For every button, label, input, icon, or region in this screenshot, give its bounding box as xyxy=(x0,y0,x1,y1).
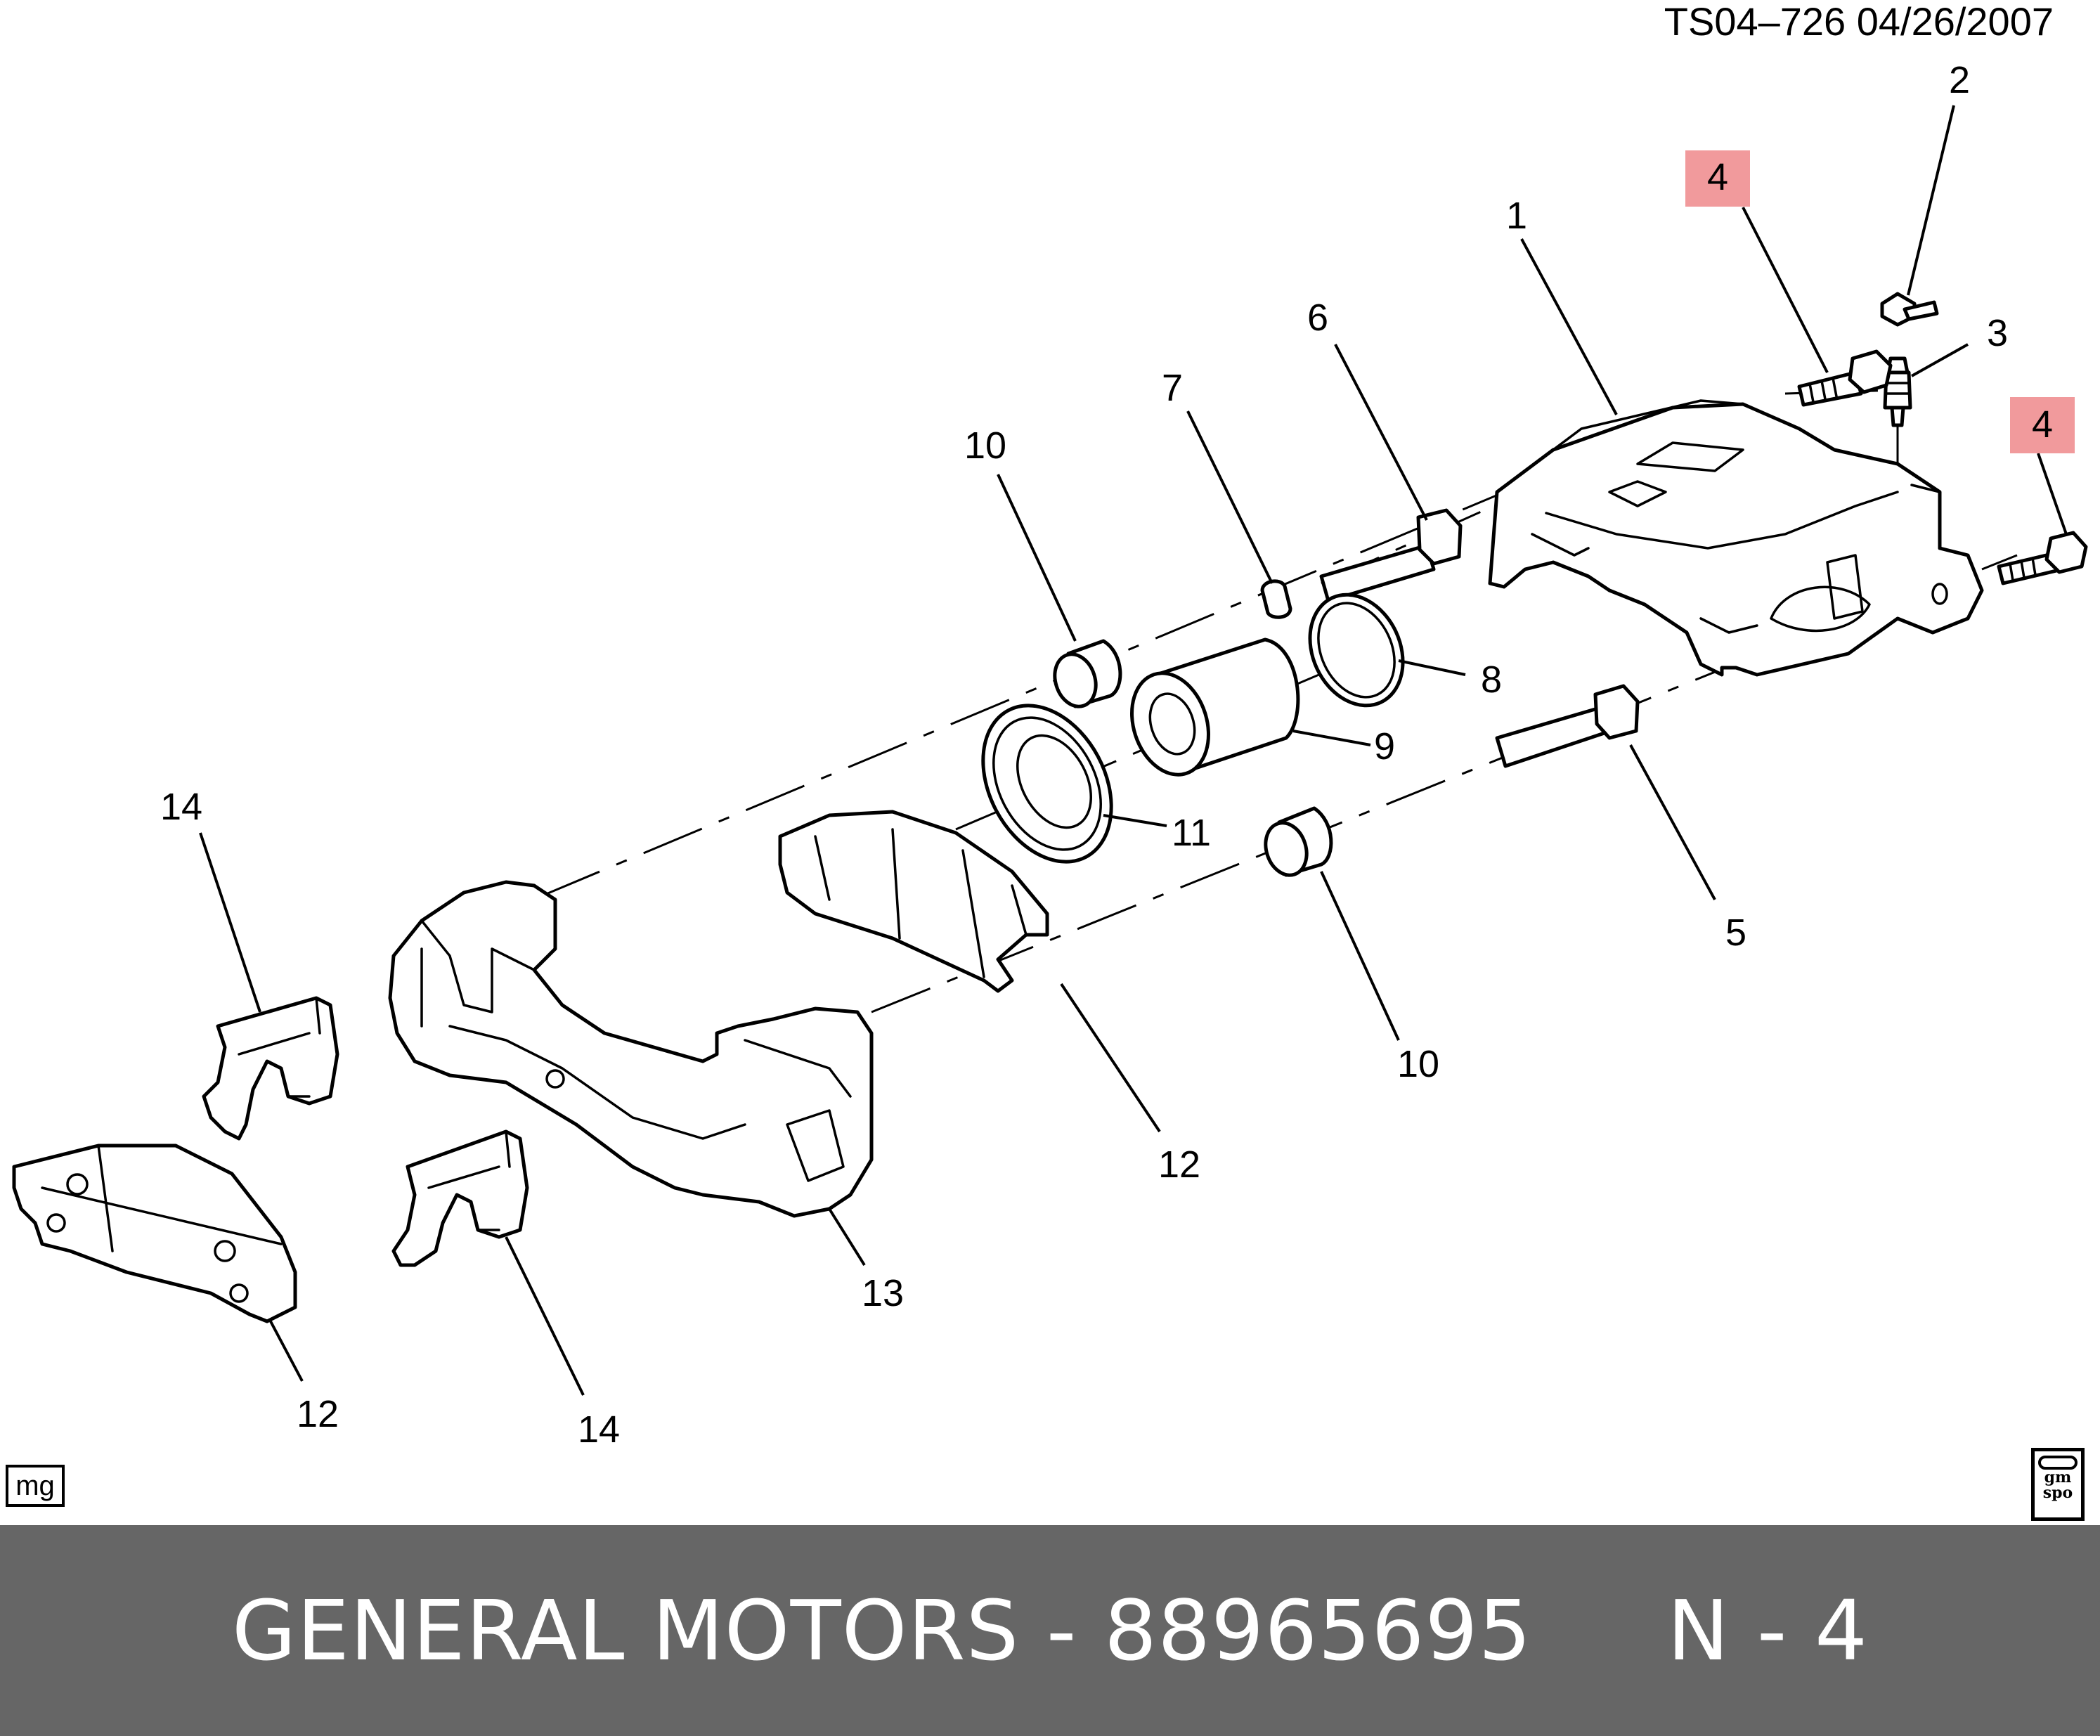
leader-lines xyxy=(199,105,2068,1396)
drawing-reference: TS04–726 04/26/2007 xyxy=(1664,0,2054,44)
guide-bushing-part-10-lower xyxy=(1264,806,1333,877)
logo-word-gm: gm xyxy=(2044,1468,2072,1486)
guide-pin-part-6 xyxy=(1319,508,1463,603)
callout-7: 7 xyxy=(1162,367,1183,409)
caliper-piston-part-9 xyxy=(1130,637,1300,777)
footer-band: GENERAL MOTORS - 88965695 N - 4 xyxy=(0,1525,2100,1736)
gm-spo-logo: gm spo xyxy=(2031,1448,2085,1521)
callout-10-lower: 10 xyxy=(1397,1043,1439,1085)
brake-pad-part-12-lower xyxy=(12,1144,297,1323)
piston-seal-part-8 xyxy=(1308,592,1405,708)
caliper-housing-part-1 xyxy=(1488,399,1984,677)
guide-pin-part-5 xyxy=(1495,684,1640,768)
callout-12-upper: 12 xyxy=(1158,1144,1200,1186)
callout-5: 5 xyxy=(1725,912,1746,954)
callout-4-upper: 4 xyxy=(1707,156,1728,198)
callout-11: 11 xyxy=(1172,812,1211,854)
pin-bushing-part-7 xyxy=(1260,579,1292,619)
logo-cap-icon xyxy=(2038,1456,2078,1470)
callout-3: 3 xyxy=(1987,312,2008,354)
footer-part-number: GENERAL MOTORS - 88965695 N - 4 xyxy=(231,1582,1869,1679)
piston-boot-part-11 xyxy=(981,704,1113,864)
callout-4-lower: 4 xyxy=(2032,403,2053,446)
callout-9: 9 xyxy=(1374,725,1395,767)
callout-12-lower: 12 xyxy=(297,1393,339,1435)
callout-1: 1 xyxy=(1506,195,1527,237)
brake-pad-part-12-upper xyxy=(778,810,1049,993)
pad-clip-part-14-lower xyxy=(391,1129,529,1267)
logo-word-spo: spo xyxy=(2042,1484,2073,1502)
callout-highlight-4-lower xyxy=(2010,397,2075,453)
exploded-brake-caliper-diagram: TS04–726 04/26/2007 xyxy=(12,0,2088,1451)
callout-labels: 1 2 3 4 4 5 6 7 8 9 10 10 11 12 12 13 14… xyxy=(160,59,2053,1451)
bleeder-cap-part-2 xyxy=(1880,292,1939,327)
mounting-bolt-part-4-lower xyxy=(1997,531,2088,585)
callout-10-upper: 10 xyxy=(964,425,1006,467)
mounting-bolt-part-4-upper xyxy=(1797,349,1893,407)
pad-clip-part-14-upper xyxy=(202,996,339,1141)
callout-highlight-4-upper xyxy=(1685,150,1750,207)
callout-2: 2 xyxy=(1949,59,1970,101)
callout-8: 8 xyxy=(1481,659,1502,701)
guide-bushing-part-10-upper xyxy=(1053,639,1122,708)
callout-14-upper: 14 xyxy=(160,786,202,828)
caliper-bracket-part-13 xyxy=(388,880,874,1218)
callout-14-lower: 14 xyxy=(578,1408,620,1451)
bleeder-valve-part-3 xyxy=(1883,356,1912,427)
callout-6: 6 xyxy=(1307,297,1328,339)
callout-13: 13 xyxy=(862,1272,904,1314)
mg-badge: mg xyxy=(6,1465,65,1507)
